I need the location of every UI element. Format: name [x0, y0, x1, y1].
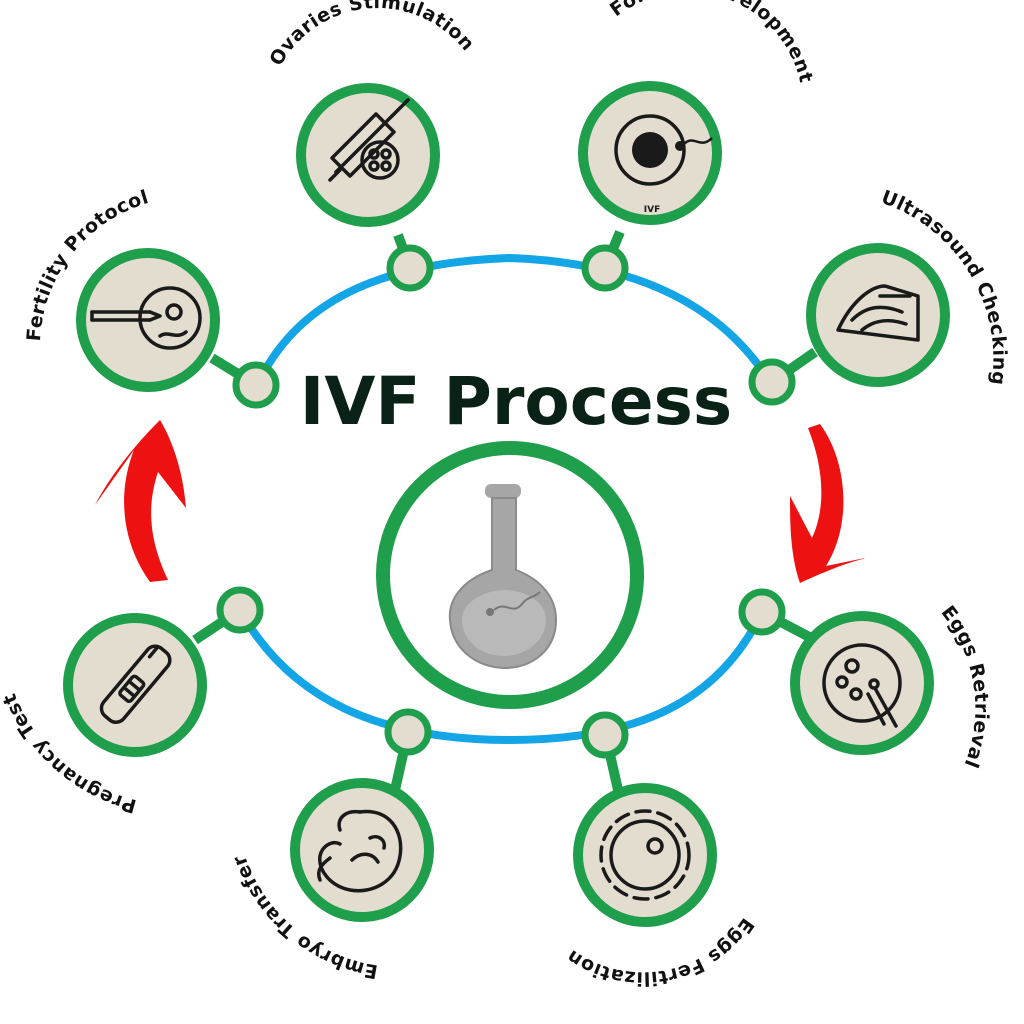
follicle-icon-caption: IVF: [644, 205, 660, 215]
orbit-node-fertilization: [581, 711, 629, 759]
pregnancy-test-icon: [99, 644, 172, 724]
orbit-path-bottom: [236, 606, 766, 745]
orbit-node-follicle: [581, 244, 629, 292]
step-ultrasound-checking: Ultrasound Checking: [806, 186, 1010, 387]
step-pregnancy-test: Pregnancy Test: [0, 613, 207, 817]
syringe-egg-icon: [328, 98, 410, 182]
step-ovaries-stimulation: Ovaries Stimulation: [265, 0, 478, 227]
step-eggs-retrieval: Eggs Retrieval: [790, 602, 993, 771]
orbit-path-top: [252, 253, 774, 392]
ultrasound-icon: [836, 284, 920, 342]
pipette-egg-icon: [90, 286, 202, 350]
orbit-node-embryo: [384, 708, 432, 756]
cycle-arrow-left: [95, 420, 186, 582]
step-eggs-fertilization: Eggs Fertilization: [563, 783, 758, 989]
orbit-node-pregnancy: [216, 586, 264, 634]
orbit-node-ultrasound: [748, 358, 796, 406]
cycle-arrow-right: [790, 424, 865, 583]
orbit-node-retrieval: [738, 588, 786, 636]
egg-sperm-icon: IVF: [614, 114, 713, 215]
step-label-follicle-development: Follicle Development: [606, 0, 817, 85]
petri-dish-icon: [822, 643, 902, 728]
orbit-node-ovaries: [386, 244, 434, 292]
step-fertility-protocol: Fertility Protocol: [23, 186, 220, 392]
center-flask: [376, 441, 644, 709]
step-embryo-transfer: Embryo Transfer: [228, 778, 434, 982]
embryo-icon: [317, 809, 403, 893]
fertilized-egg-icon: [599, 809, 691, 901]
step-label-ovaries-stimulation: Ovaries Stimulation: [265, 0, 478, 70]
step-follicle-development: IVF Follicle Development: [578, 0, 817, 225]
orbit-node-fertility: [232, 361, 280, 409]
page-title: IVF Process: [300, 363, 732, 440]
step-label-eggs-retrieval: Eggs Retrieval: [937, 602, 993, 771]
flask-with-sperm-icon: [448, 484, 558, 670]
